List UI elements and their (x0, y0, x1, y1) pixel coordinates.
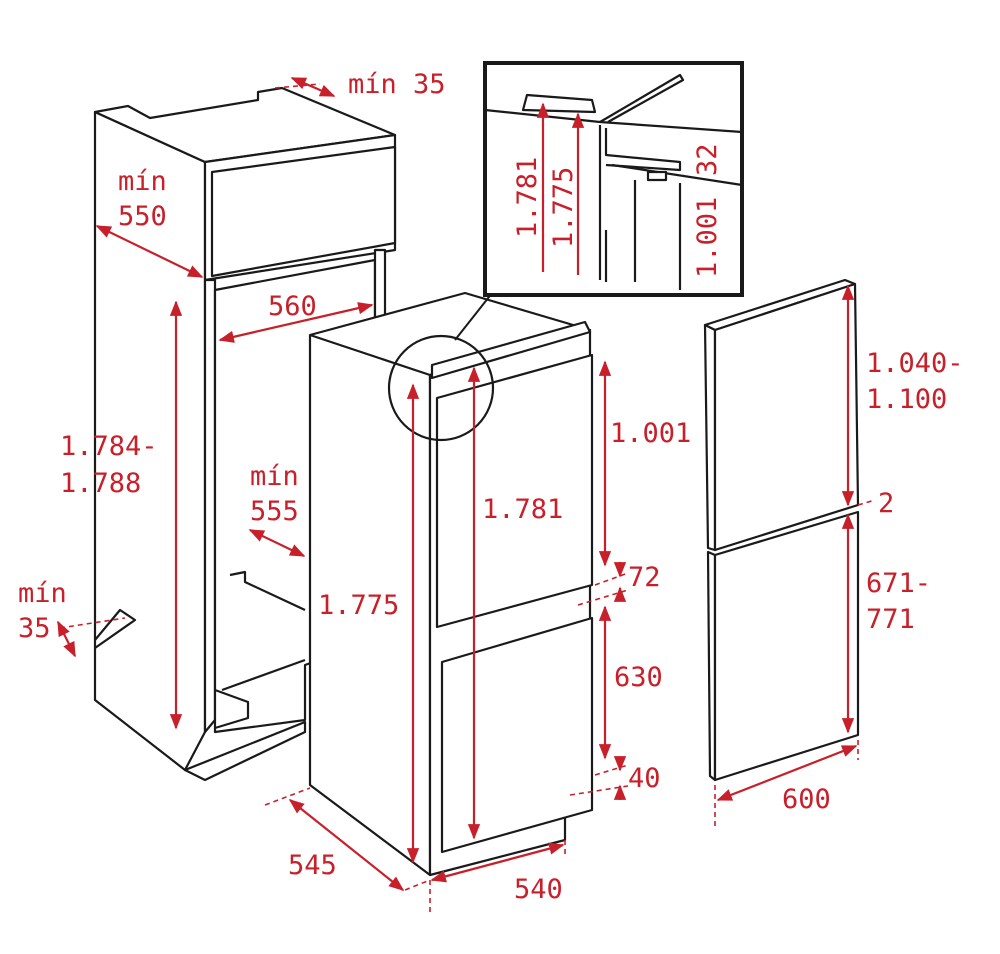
inset-label-1775: 1.775 (548, 167, 579, 248)
inset-label-32: 32 (692, 143, 723, 176)
label-550: 550 (118, 201, 167, 232)
label-top-min-35: mín 35 (348, 69, 446, 100)
label-40: 40 (628, 763, 661, 794)
label-1788: 1.788 (60, 468, 141, 499)
label-1784: 1.784- (60, 431, 158, 462)
door-panel (703, 278, 860, 782)
appliance-body (308, 291, 594, 877)
label-min-35a: mín (18, 578, 67, 609)
inset-dimensions: 1.781 1.775 32 1.001 (512, 102, 723, 278)
label-72: 72 (628, 562, 661, 593)
label-600: 600 (782, 784, 831, 815)
detail-callout-circle (387, 334, 495, 442)
label-1100: 1.100 (866, 384, 947, 415)
label-540: 540 (514, 874, 563, 905)
dimension-lines (57, 76, 876, 912)
label-560: 560 (268, 291, 317, 322)
label-630: 630 (614, 662, 663, 693)
label-2: 2 (878, 488, 894, 519)
label-671: 671- (866, 568, 931, 599)
inset-label-1781: 1.781 (512, 157, 543, 238)
label-min-555a: mín (250, 461, 299, 492)
dimension-labels: mín 35 mín 550 560 1.784- 1.788 mín 555 … (18, 69, 964, 905)
label-1001: 1.001 (610, 418, 691, 449)
label-1781: 1.781 (482, 494, 563, 525)
label-771: 771 (866, 604, 915, 635)
label-555: 555 (250, 496, 299, 527)
label-545: 545 (288, 850, 337, 881)
label-35: 35 (18, 613, 51, 644)
label-1040: 1.040- (866, 348, 964, 379)
detail-inset (483, 61, 744, 297)
label-1775: 1.775 (318, 590, 399, 621)
inset-label-1001: 1.001 (692, 197, 723, 278)
label-min: mín (118, 166, 167, 197)
